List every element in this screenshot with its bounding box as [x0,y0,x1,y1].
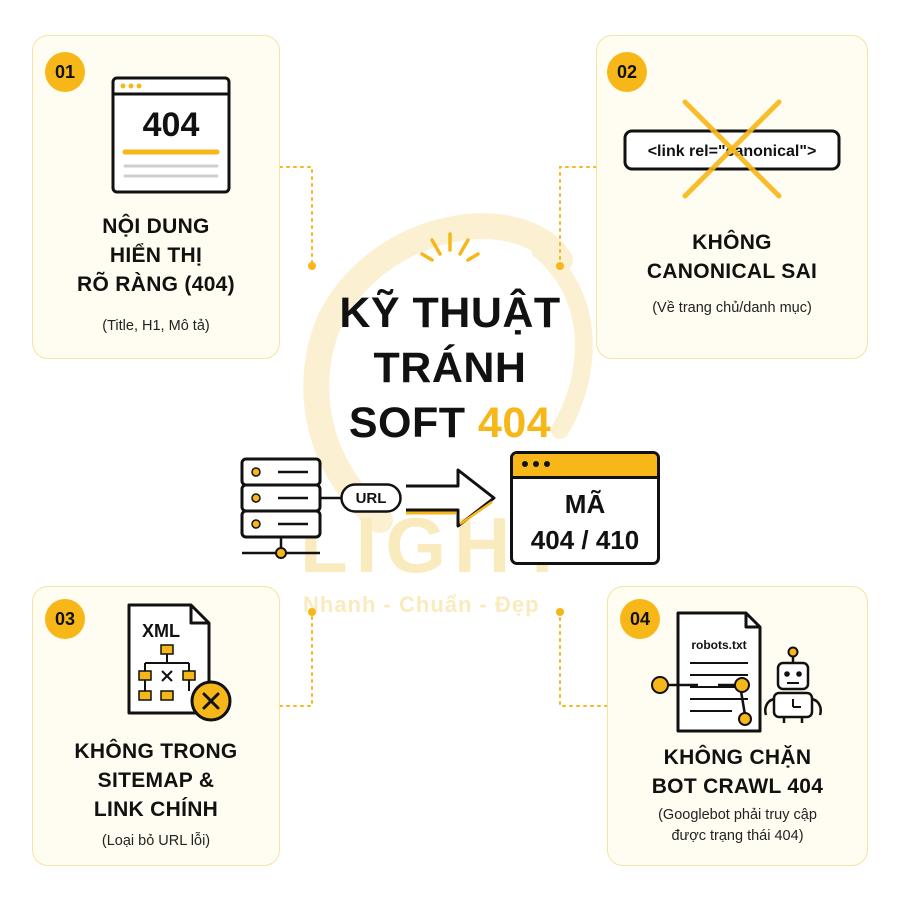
robots-txt-bot-icon: robots.txt [651,611,822,733]
card-title: KHÔNG CHẶN BOT CRAWL 404 [651,746,824,798]
card-number-badge: 04 [620,599,660,639]
icon-robots-text: robots.txt [691,638,746,652]
arrow-right-icon [406,468,496,528]
card-title: NỘI DUNG HIỂN THỊ RÕ RÀNG (404) [77,215,235,296]
main-title-accent: 404 [477,399,552,447]
result-code-text: MÃ 404 / 410 [530,489,640,555]
card-02: 02 <link rel="canonical"> KHÔNG CANONICA… [596,35,868,359]
icon-xml-text: XML [142,621,180,641]
error-404-page-icon: 404 [111,76,231,194]
card-04: 04 robots.txt KHÔNG CHẶN BOT CRAWL 404 [607,586,868,866]
url-label: URL [356,490,387,507]
card-title: KHÔNG CANONICAL SAI [646,231,818,283]
card-03: 03 XML KHÔNG TRONG SITEMAP & LINK CHÍNH … [32,586,280,866]
card-number-badge: 02 [607,52,647,92]
server-icon [240,457,322,559]
card-01: 01 404 NỘI DUNG HIỂN THỊ RÕ RÀNG (404) (… [32,35,280,359]
sparkle-icon [420,232,480,262]
result-window-titlebar [513,454,657,479]
card-number-badge: 01 [45,52,85,92]
xml-sitemap-removed-icon: XML [127,603,232,722]
card-subtitle: (Title, H1, Mô tả) [102,318,210,334]
card-subtitle: (Về trang chủ/danh mục) [652,300,812,316]
card-subtitle: (Loại bỏ URL lỗi) [101,833,211,849]
url-pill: URL [340,483,402,513]
main-title: KỸ THUẬT TRÁNH SOFT 404 [339,289,561,447]
card-subtitle: (Googlebot phải truy cập được trạng thái… [658,807,817,844]
card-title: KHÔNG TRONG SITEMAP & LINK CHÍNH [74,740,238,821]
result-window: MÃ 404 / 410 [510,451,660,565]
icon-404-text: 404 [143,106,200,144]
crossed-canonical-tag-icon: <link rel="canonical"> [623,99,841,199]
watermark-slogan: Nhanh - Chuẩn - Đẹp [303,592,540,617]
card-number-badge: 03 [45,599,85,639]
